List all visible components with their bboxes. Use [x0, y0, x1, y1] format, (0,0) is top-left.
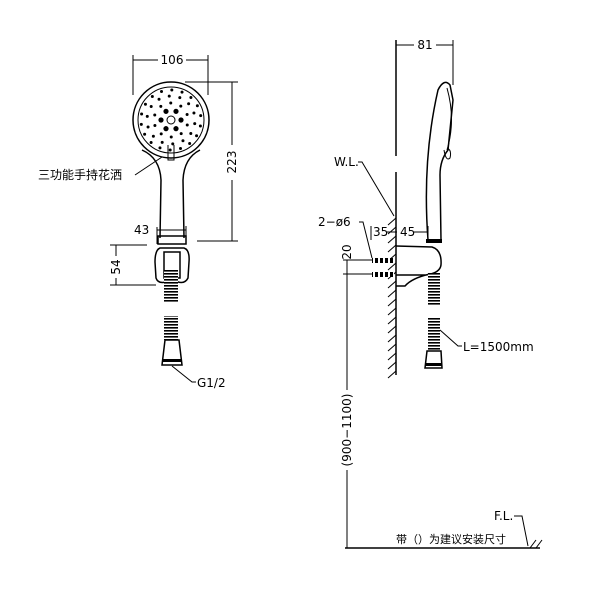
dim-holder: 54	[109, 259, 123, 274]
nozzle	[145, 114, 149, 118]
label-handshower: 三功能手持花洒	[38, 167, 122, 182]
dim-height: 223	[225, 151, 239, 174]
nozzle	[187, 102, 191, 106]
label-thread: G1/2	[197, 376, 226, 390]
nozzle	[140, 112, 144, 116]
handle-collar	[157, 235, 187, 245]
label-anchor: 2−ø6	[318, 215, 351, 229]
nozzle	[143, 102, 147, 106]
nozzle	[149, 140, 153, 144]
front-view: 106 223 43 54 三功能手持花洒 G1/2	[38, 53, 239, 390]
nozzle	[189, 132, 193, 136]
nozzle	[178, 117, 184, 123]
nozzle	[171, 142, 175, 146]
nozzle	[159, 132, 163, 136]
nozzle	[195, 134, 199, 138]
nozzle	[149, 104, 153, 108]
nozzle	[170, 88, 174, 92]
anchor-upper	[372, 258, 394, 263]
dim-depth: 81	[417, 38, 432, 52]
nozzle	[189, 96, 193, 100]
nozzle	[173, 108, 179, 114]
nozzle	[185, 113, 189, 117]
nozzle	[159, 104, 163, 108]
label-wall: W.L.	[334, 155, 359, 169]
nozzle	[173, 126, 179, 132]
label-floor: F.L.	[494, 509, 513, 523]
dim-width: 106	[161, 53, 184, 67]
hose-bottom	[164, 316, 178, 340]
hose-side-bottom	[428, 318, 440, 351]
nozzle	[188, 141, 192, 145]
nozzle	[158, 146, 162, 150]
nozzle	[193, 122, 197, 126]
anchor-lower	[372, 272, 394, 277]
nozzle	[151, 134, 155, 138]
side-view: 81 20 (900−1100) 35 45 W.L. 2−ø6 L=1500m…	[318, 38, 543, 549]
nozzle	[179, 132, 183, 136]
shower-head-front	[132, 81, 210, 161]
nozzle	[139, 122, 143, 126]
nozzle	[146, 125, 150, 129]
nozzle	[153, 113, 157, 117]
nozzle	[160, 140, 164, 144]
wall-hatch	[387, 217, 397, 379]
dim-35: 35	[373, 225, 388, 239]
nozzle	[195, 104, 199, 108]
nozzle	[153, 123, 157, 127]
label-hose: L=1500mm	[463, 340, 534, 354]
install-note: 带（）为建议安装尺寸	[396, 532, 506, 546]
nozzle	[160, 90, 164, 94]
dim-45: 45	[400, 225, 415, 239]
dim-handle: 43	[134, 223, 149, 237]
nozzle	[158, 117, 164, 123]
nozzle	[181, 139, 185, 143]
hose-top	[164, 270, 178, 302]
nozzle	[192, 111, 196, 115]
dim-20: 20	[340, 244, 354, 259]
nozzle	[163, 108, 169, 114]
nozzle	[169, 101, 173, 105]
nozzle	[199, 114, 203, 118]
nozzle	[179, 104, 183, 108]
nozzle	[157, 97, 161, 101]
nozzle	[178, 146, 182, 150]
nozzle	[198, 124, 202, 128]
nozzle	[143, 132, 147, 136]
nozzle	[178, 96, 182, 100]
hose-side-top	[428, 273, 440, 306]
floor-hatch	[529, 539, 543, 549]
nozzle	[169, 135, 173, 139]
hose-nut	[161, 339, 183, 366]
nozzle	[167, 94, 171, 98]
nozzle	[163, 126, 169, 132]
nozzle	[180, 90, 184, 94]
nozzle	[185, 123, 189, 127]
nozzle	[168, 148, 172, 152]
handle-front	[141, 149, 201, 239]
handset-side	[425, 81, 454, 241]
nozzle	[150, 95, 154, 99]
dim-install-height: (900−1100)	[340, 394, 354, 467]
